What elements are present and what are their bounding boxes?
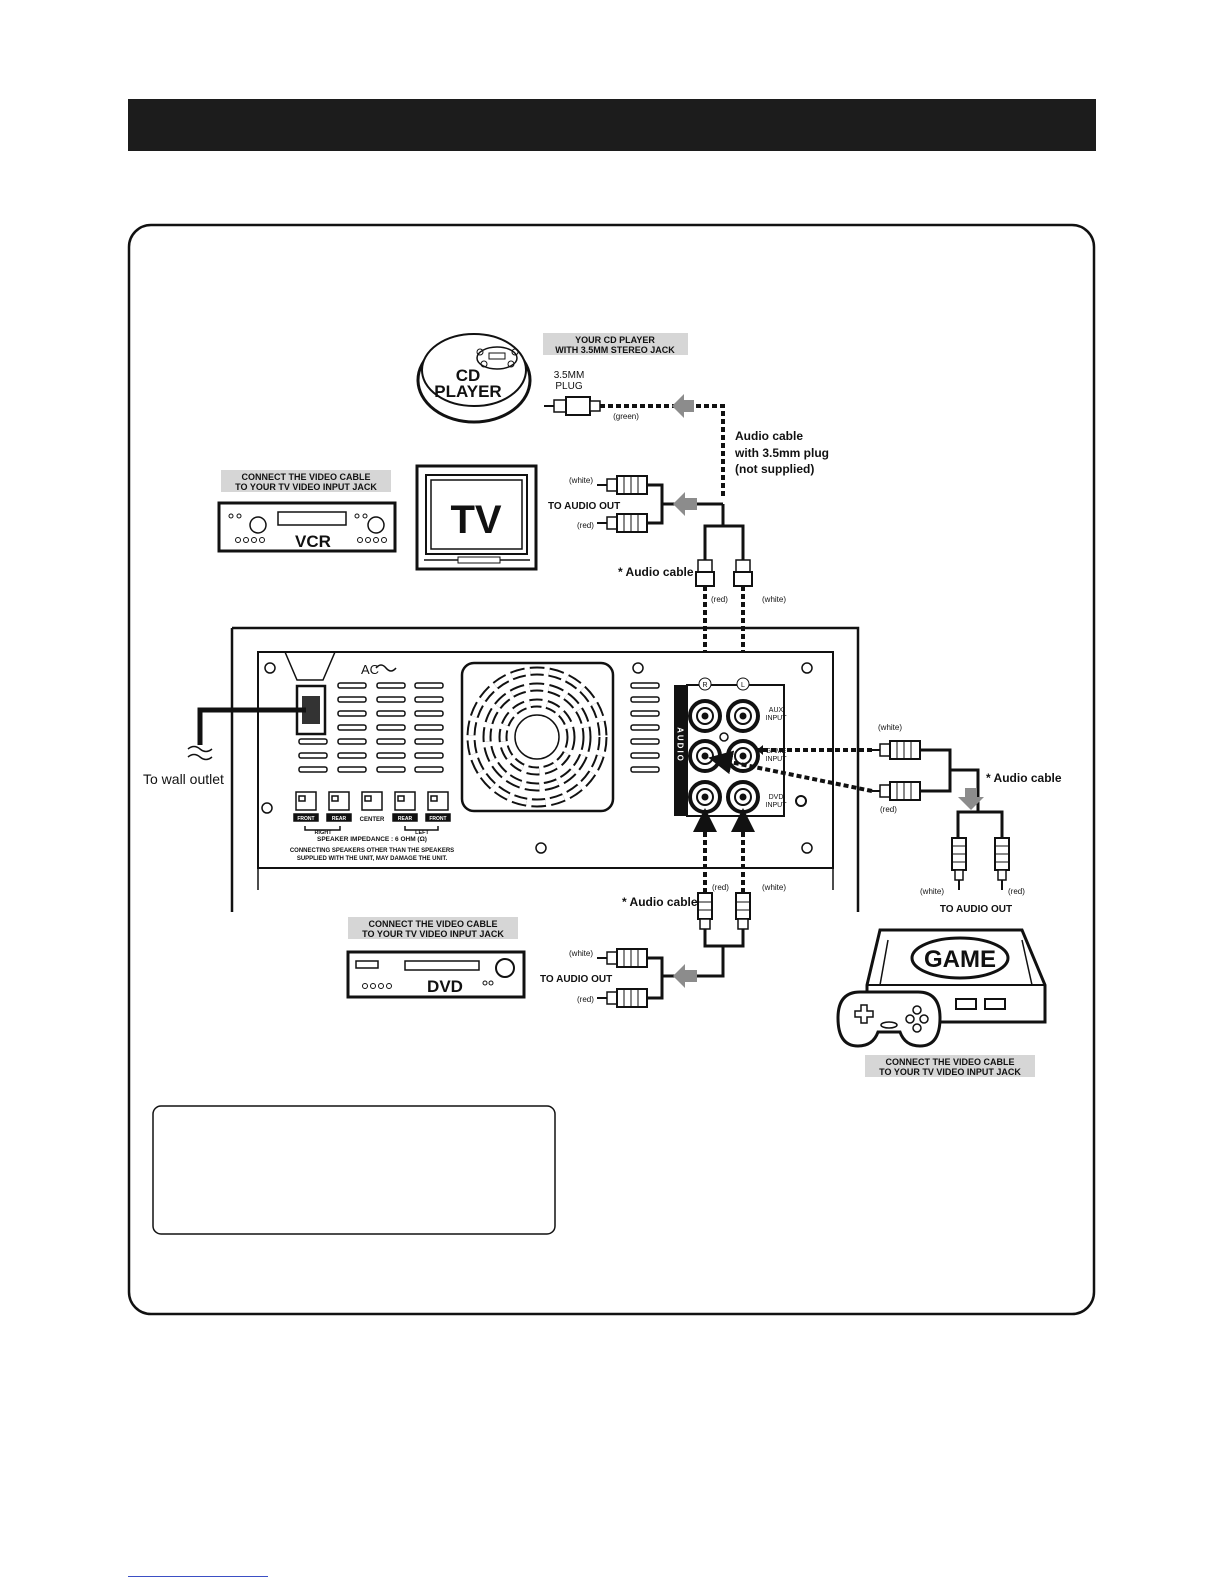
game-input-label: GAME (766, 748, 787, 755)
svg-text:INPUT: INPUT (766, 715, 788, 722)
svg-text:(red): (red) (711, 595, 728, 604)
tv-name: TV (450, 498, 501, 542)
to-wall-outlet-label: To wall outlet (143, 771, 224, 787)
svg-text:SUPPLIED WITH THE UNIT, MAY DA: SUPPLIED WITH THE UNIT, MAY DAMAGE THE U… (297, 856, 448, 862)
speaker-terminals (293, 791, 451, 831)
note-box (152, 1105, 556, 1235)
mini-plug (544, 396, 601, 416)
svg-text:FRONT: FRONT (429, 816, 446, 822)
svg-text:REAR: REAR (398, 816, 413, 822)
game-to-audio-out: TO AUDIO OUT (940, 904, 1012, 915)
cd-player-name: CD (456, 366, 481, 385)
vents-left (298, 682, 444, 773)
tv-to-audio-out: TO AUDIO OUT (548, 501, 620, 512)
tv: TV (415, 464, 538, 571)
svg-text:INPUT: INPUT (766, 802, 788, 809)
vcr-name: VCR (295, 532, 331, 551)
dvd-caption: CONNECT THE VIDEO CABLE TO YOUR TV VIDEO… (348, 917, 518, 939)
upper-audio-cable (693, 504, 755, 682)
svg-text:WITH 3.5MM STEREO JACK: WITH 3.5MM STEREO JACK (555, 345, 675, 355)
cd-player-caption: YOUR CD PLAYER WITH 3.5MM STEREO JACK (543, 333, 688, 355)
plug-label-2: PLUG (555, 381, 582, 392)
svg-text:(white): (white) (762, 595, 786, 604)
svg-text:YOUR CD PLAYER: YOUR CD PLAYER (575, 335, 655, 345)
audio-vertical-label: AUDIO (676, 727, 685, 763)
svg-text:(white): (white) (569, 476, 593, 485)
svg-text:(red): (red) (577, 995, 594, 1004)
svg-text:(red): (red) (880, 805, 897, 814)
gray-arrow-tv (673, 492, 697, 516)
audio-input-panel (674, 677, 807, 817)
speaker-warning: CONNECTING SPEAKERS OTHER THAN THE SPEAK… (290, 848, 454, 854)
svg-text:(red): (red) (577, 521, 594, 530)
vcr-caption: CONNECT THE VIDEO CABLE TO YOUR TV VIDEO… (221, 470, 391, 492)
impedance-label: SPEAKER IMPEDANCE : 6 OHM (Ω) (317, 836, 427, 843)
dvd-rca-plugs (597, 948, 648, 1008)
green-label: (green) (613, 412, 639, 421)
game-console: GAME (836, 928, 1047, 1048)
lower-audio-cable-label: * Audio cable (622, 895, 698, 909)
svg-text:(red): (red) (1008, 887, 1025, 896)
dvd-player: DVD (346, 950, 526, 999)
svg-text:CONNECT THE VIDEO CABLE: CONNECT THE VIDEO CABLE (885, 1057, 1014, 1067)
fan-grille (460, 661, 615, 813)
header-bar (128, 99, 1096, 151)
svg-text:TO YOUR TV VIDEO INPUT JACK: TO YOUR TV VIDEO INPUT JACK (362, 929, 504, 939)
cable-35-label: Audio cable (735, 429, 803, 443)
svg-text:LEFT: LEFT (415, 830, 429, 836)
game-caption: CONNECT THE VIDEO CABLE TO YOUR TV VIDEO… (865, 1055, 1035, 1077)
svg-text:REAR: REAR (332, 816, 347, 822)
vents-right (630, 682, 660, 773)
gray-arrow-game (958, 788, 984, 810)
power-cord (197, 707, 306, 745)
dvd-name: DVD (427, 977, 463, 996)
cd-player: CD PLAYER (416, 333, 532, 424)
plug-label: 3.5MM (554, 370, 585, 381)
svg-text:L: L (741, 682, 745, 689)
gray-arrow-dvd (673, 964, 697, 988)
svg-text:(red): (red) (712, 883, 729, 892)
svg-text:FRONT: FRONT (297, 816, 314, 822)
svg-text:CONNECT THE VIDEO CABLE: CONNECT THE VIDEO CABLE (368, 919, 497, 929)
upper-audio-cable-label: * Audio cable (618, 565, 694, 579)
svg-text:CENTER: CENTER (360, 817, 385, 823)
svg-text:INPUT: INPUT (766, 756, 788, 763)
dvd-to-audio-out: TO AUDIO OUT (540, 974, 612, 985)
svg-text:(white): (white) (920, 887, 944, 896)
lower-audio-cable (647, 808, 755, 1000)
diagram-frame (127, 223, 1096, 1316)
svg-text:TO YOUR TV VIDEO INPUT JACK: TO YOUR TV VIDEO INPUT JACK (879, 1067, 1021, 1077)
ac-label: AC (361, 662, 379, 677)
svg-text:RIGHT: RIGHT (314, 830, 332, 836)
svg-text:(white): (white) (878, 723, 902, 732)
svg-text:(not supplied): (not supplied) (735, 462, 814, 476)
svg-text:(white): (white) (569, 949, 593, 958)
game-name: GAME (924, 946, 996, 973)
svg-text:R: R (702, 682, 707, 689)
svg-text:(white): (white) (762, 883, 786, 892)
vcr: VCR (217, 501, 397, 553)
game-audio-cable (708, 740, 1010, 890)
dvd-input-label: DVD (769, 794, 784, 801)
svg-text:with 3.5mm plug: with 3.5mm plug (734, 446, 829, 460)
svg-text:TO YOUR TV VIDEO INPUT JACK: TO YOUR TV VIDEO INPUT JACK (235, 482, 377, 492)
aux-input-label: AUX (769, 707, 784, 714)
footer-line (128, 1576, 268, 1577)
cd-player-name-2: PLAYER (434, 382, 501, 401)
svg-text:CONNECT THE VIDEO CABLE: CONNECT THE VIDEO CABLE (241, 472, 370, 482)
game-cable-label: * Audio cable (986, 771, 1062, 785)
gray-arrow-cd (672, 394, 694, 418)
